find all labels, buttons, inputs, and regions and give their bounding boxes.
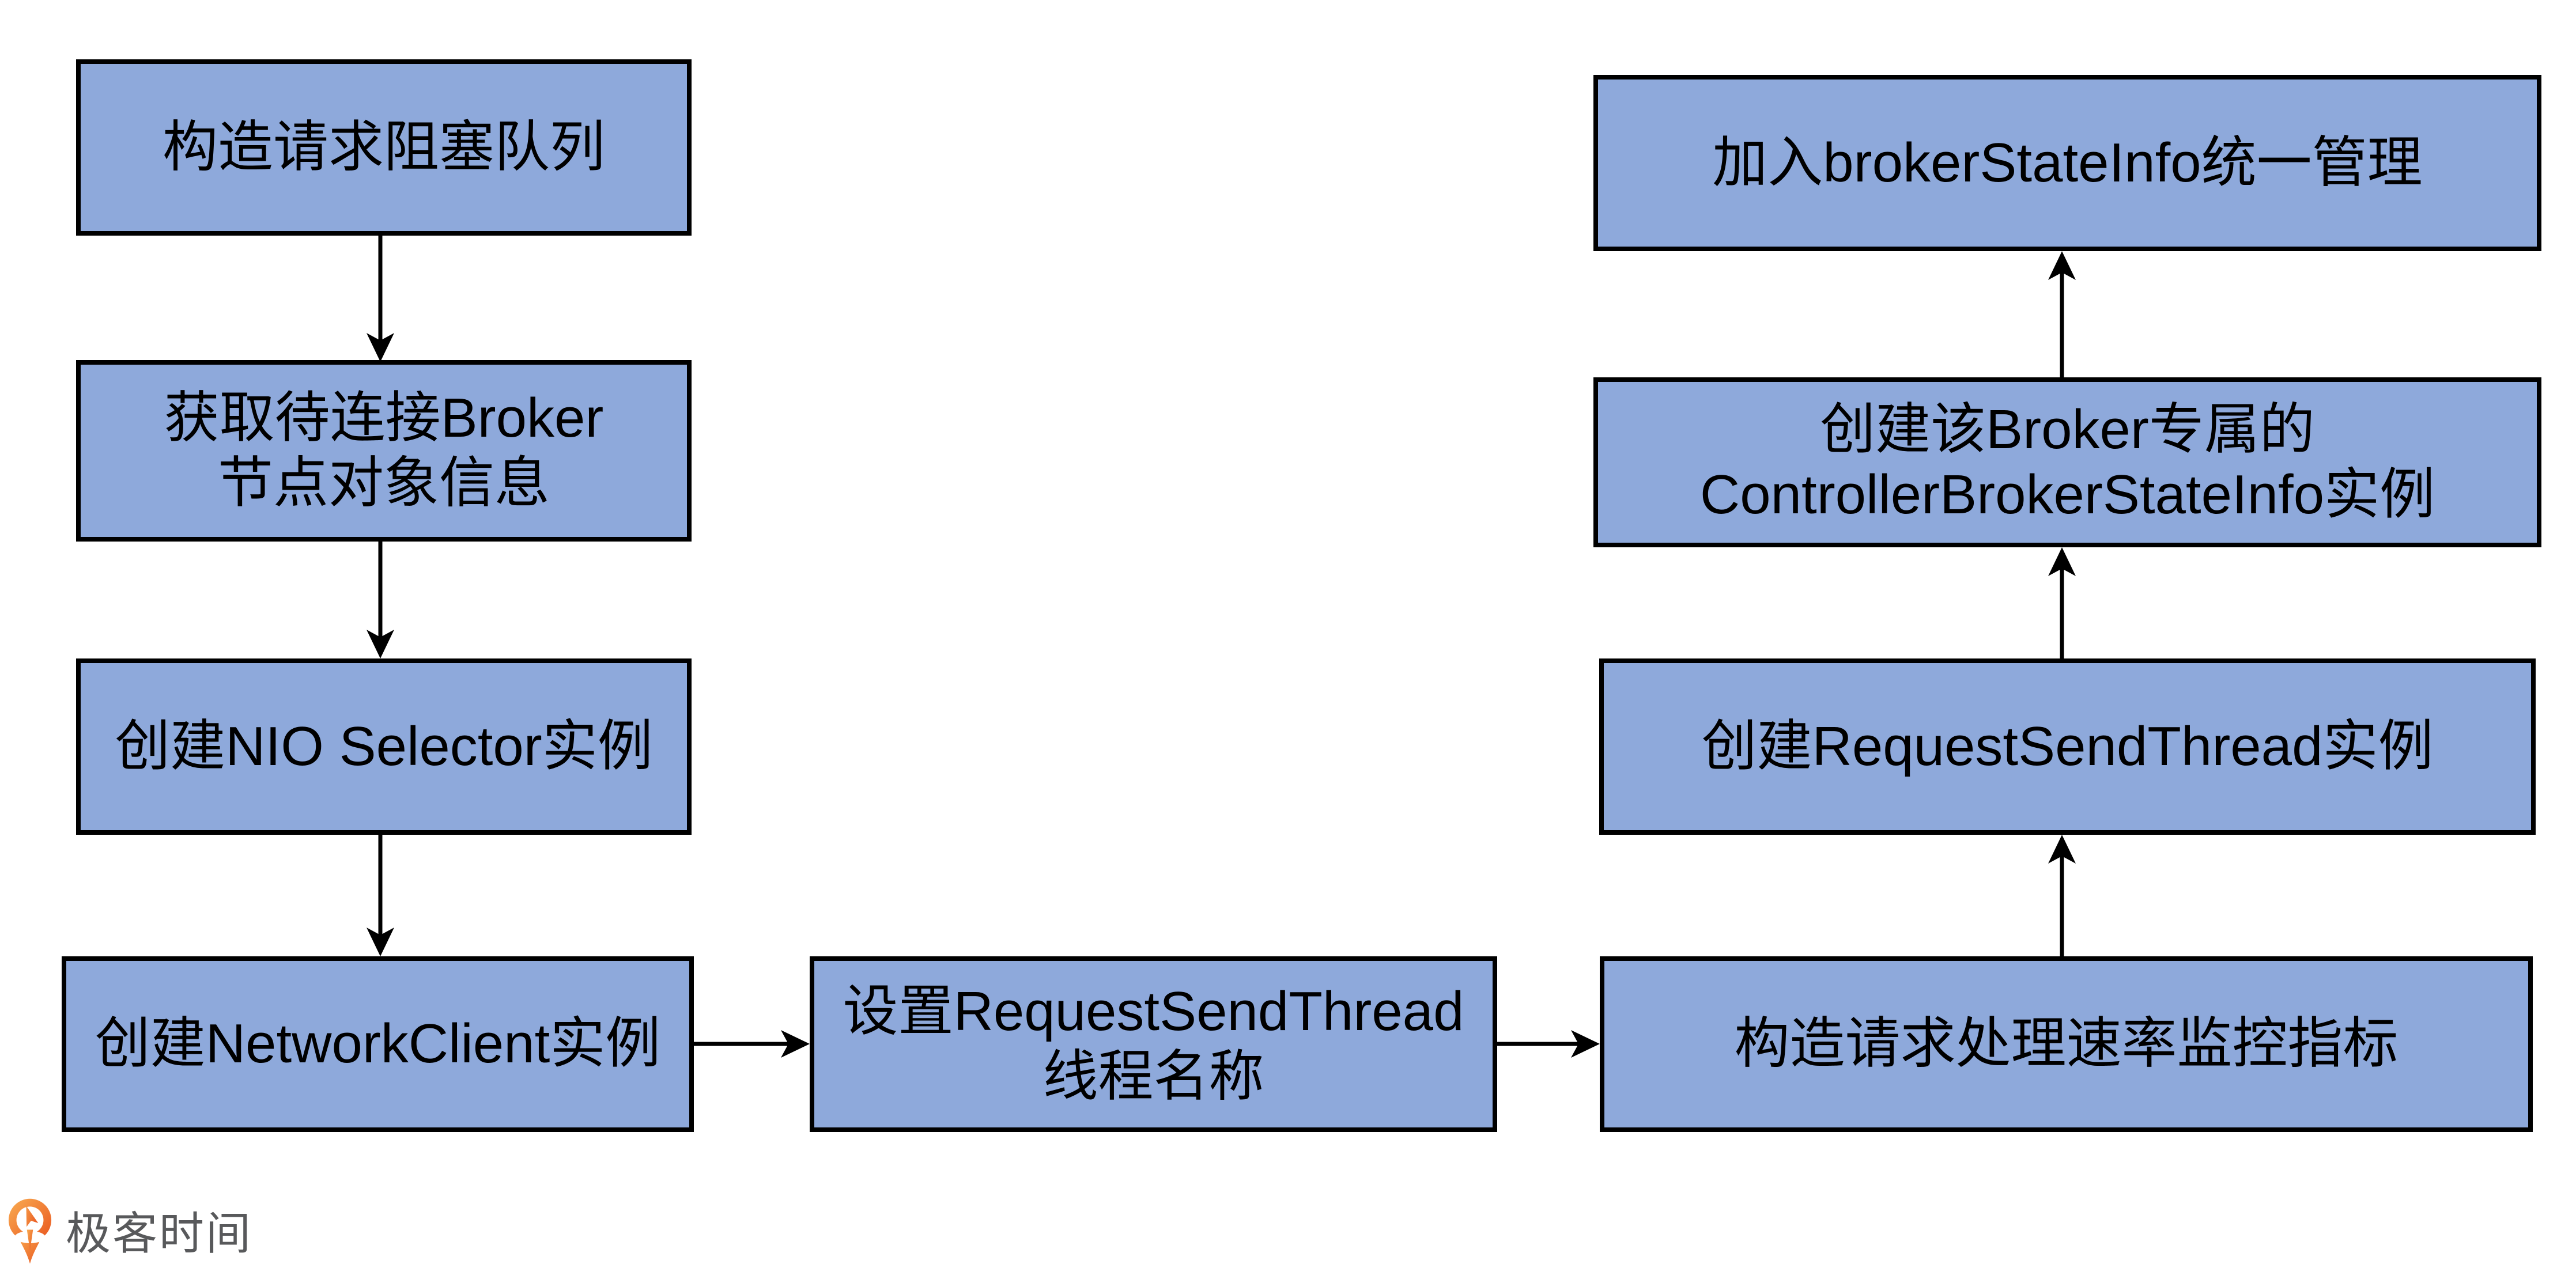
node-build-request-blocking-queue: 构造请求阻塞队列 xyxy=(76,59,692,236)
geektime-logo: 极客时间 xyxy=(8,1198,252,1265)
arrow-selector-to-network-client xyxy=(367,835,394,956)
node-create-controller-broker-state-info: 创建该Broker专属的 ControllerBrokerStateInfo实例 xyxy=(1593,377,2541,547)
node-label: 构造请求处理速率监控指标 xyxy=(1734,1013,2399,1075)
node-label: 创建NetworkClient实例 xyxy=(95,1013,661,1075)
node-set-request-send-thread-name: 设置RequestSendThread 线程名称 xyxy=(810,956,1497,1132)
node-label: 设置RequestSendThread xyxy=(843,981,1464,1043)
node-label: ControllerBrokerStateInfo实例 xyxy=(1699,463,2435,525)
geektime-logo-icon xyxy=(8,1198,52,1264)
node-label: 加入brokerStateInfo统一管理 xyxy=(1712,131,2423,194)
geektime-logo-text: 极客时间 xyxy=(66,1208,253,1259)
node-create-nio-selector: 创建NIO Selector实例 xyxy=(76,658,692,835)
node-create-network-client: 创建NetworkClient实例 xyxy=(62,956,694,1132)
node-create-request-send-thread: 创建RequestSendThread实例 xyxy=(1599,658,2536,835)
node-build-request-rate-metrics: 构造请求处理速率监控指标 xyxy=(1600,956,2533,1132)
node-label: 构造请求阻塞队列 xyxy=(163,116,605,178)
arrow-queue-to-broker-info xyxy=(367,236,394,362)
arrow-broker-info-to-selector xyxy=(367,542,394,658)
node-label: 线程名称 xyxy=(1043,1045,1264,1107)
arrow-thread-name-to-rate-metrics xyxy=(1497,1030,1600,1058)
node-label: 节点对象信息 xyxy=(218,452,550,514)
arrow-rate-metrics-to-send-thread xyxy=(2048,835,2076,956)
node-add-to-broker-state-info: 加入brokerStateInfo统一管理 xyxy=(1593,75,2541,251)
arrow-state-info-to-manage xyxy=(2048,251,2076,377)
node-label: 创建NIO Selector实例 xyxy=(115,715,653,777)
node-get-pending-broker-node-info: 获取待连接Broker 节点对象信息 xyxy=(76,360,692,542)
node-label: 创建RequestSendThread实例 xyxy=(1701,715,2434,777)
arrow-network-client-to-thread-name xyxy=(694,1030,810,1058)
node-label: 创建该Broker专属的 xyxy=(1820,399,2315,461)
node-label: 获取待连接Broker xyxy=(164,387,604,449)
arrow-send-thread-to-state-info xyxy=(2048,547,2076,658)
